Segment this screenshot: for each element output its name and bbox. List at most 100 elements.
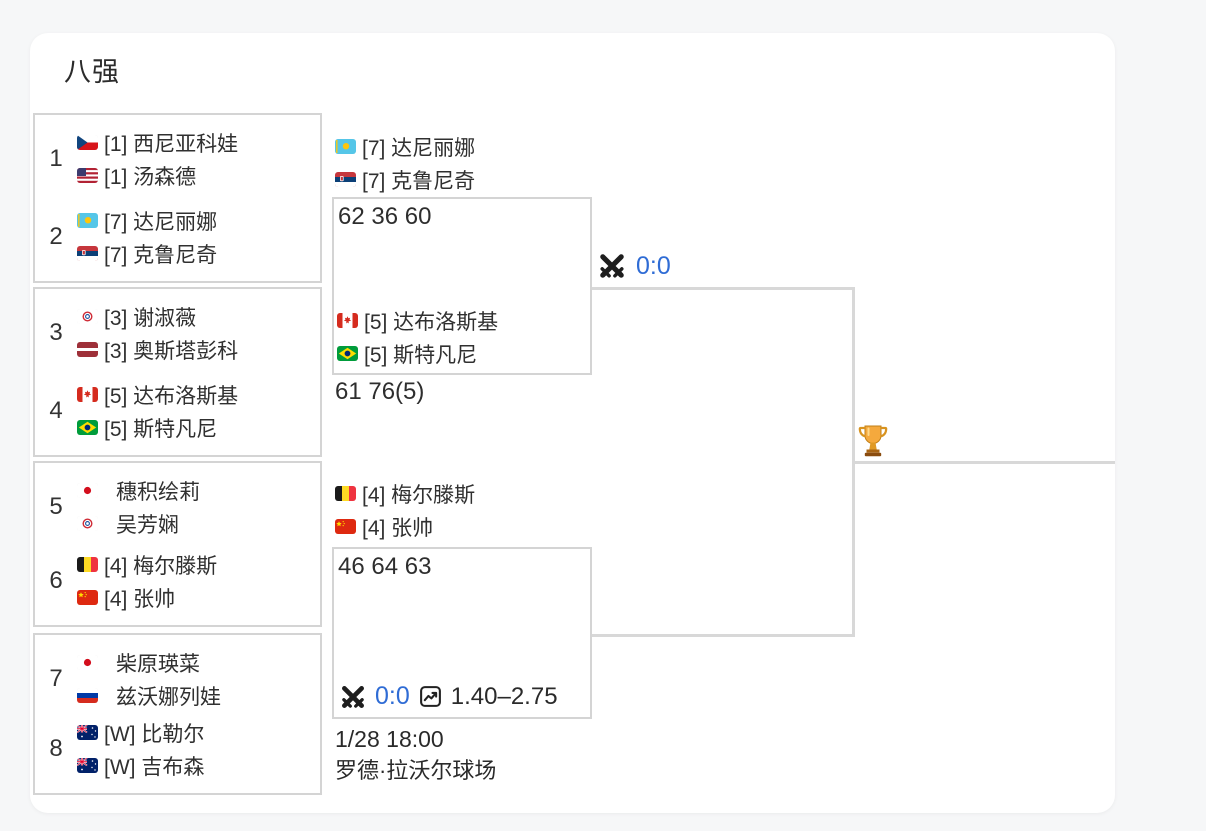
- player-label: 穗积绘莉: [116, 480, 200, 504]
- bracket-card: 八强 1 [1] 西尼亚科娃 [1] 汤森德 2 [7] 达尼丽娜 [7] 克鲁尼奇 3 [3…: [30, 33, 1115, 813]
- flag-aus-icon: [77, 725, 98, 740]
- semifinal-1-bottom-score: 61 76(5): [335, 378, 425, 405]
- flag-usa-icon: [77, 168, 98, 183]
- team-row: 5 穗积绘莉吴芳娴: [35, 474, 320, 540]
- section-title: 八强: [64, 57, 120, 87]
- odds-chart-icon: [419, 686, 441, 707]
- player-label: [1] 汤森德: [104, 165, 197, 189]
- seed-position-number: 7: [49, 665, 63, 692]
- player-label: [W] 吉布森: [104, 755, 205, 779]
- seed-position-number: 2: [49, 223, 63, 250]
- player-label: [3] 谢淑薇: [104, 306, 197, 330]
- player-line: [5] 达布洛斯基: [337, 304, 498, 337]
- player-line: [4] 梅尔滕斯: [335, 477, 475, 510]
- semifinal-2-status-odds-row[interactable]: 0:0 1.40–2.75: [339, 682, 558, 711]
- team-row: 7 柴原瑛菜兹沃娜列娃: [35, 646, 320, 712]
- player-line: [5] 斯特凡尼: [77, 411, 238, 444]
- player-label: [7] 达尼丽娜: [362, 136, 476, 160]
- flag-rus-icon: [77, 688, 98, 703]
- semifinal-1-match-box[interactable]: 62 36 60 [5] 达布洛斯基 [5] 斯特凡尼: [332, 197, 592, 375]
- flag-tpe-icon: [77, 516, 98, 531]
- player-label: [7] 克鲁尼奇: [362, 169, 476, 193]
- seed-position-number: 6: [49, 567, 63, 594]
- player-label: [4] 梅尔滕斯: [362, 483, 476, 507]
- team-row: 6 [4] 梅尔滕斯 [4] 张帅: [35, 548, 320, 614]
- team-row: 2 [7] 达尼丽娜 [7] 克鲁尼奇: [35, 204, 320, 270]
- player-label: [4] 张帅: [362, 516, 434, 540]
- player-label: [5] 斯特凡尼: [104, 417, 218, 441]
- player-line: 穗积绘莉: [77, 474, 200, 507]
- player-line: [5] 斯特凡尼: [337, 337, 498, 370]
- flag-chn-icon: [335, 519, 356, 534]
- player-line: [W] 比勒尔: [77, 716, 204, 749]
- team-row: 1 [1] 西尼亚科娃 [1] 汤森德: [35, 126, 320, 192]
- flag-aus-icon: [77, 758, 98, 773]
- player-line: 兹沃娜列娃: [77, 679, 221, 712]
- match-odds: 1.40–2.75: [450, 682, 558, 710]
- flag-srb-icon: [77, 246, 98, 261]
- seed-position-number: 4: [49, 397, 63, 424]
- semifinal-2-match-box[interactable]: 46 64 63 0:0 1.40–2.75: [332, 547, 592, 719]
- flag-kaz-icon: [77, 213, 98, 228]
- player-label: [7] 克鲁尼奇: [104, 243, 218, 267]
- flag-cze-icon: [77, 135, 98, 150]
- player-line: [1] 汤森德: [77, 159, 238, 192]
- player-label: [3] 奥斯塔彭科: [104, 339, 239, 363]
- flag-srb-icon: [335, 172, 356, 187]
- flag-bel-icon: [335, 486, 356, 501]
- quarterfinal-match-box-2[interactable]: 3 [3] 谢淑薇 [3] 奥斯塔彭科 4 [5] 达布洛斯基 [5] 斯特凡尼: [33, 287, 322, 457]
- player-line: 吴芳娴: [77, 507, 200, 540]
- player-label: [1] 西尼亚科娃: [104, 132, 239, 156]
- semifinal-1-top-team: [7] 达尼丽娜 [7] 克鲁尼奇: [335, 130, 475, 196]
- seed-position-number: 5: [49, 493, 63, 520]
- bracket-connector-semifinal-1: [592, 287, 854, 290]
- flag-jpn-icon: [77, 483, 98, 498]
- bracket-connector-semifinal-2: [592, 634, 854, 637]
- flag-jpn-icon: [77, 655, 98, 670]
- seed-position-number: 3: [49, 319, 63, 346]
- player-label: [7] 达尼丽娜: [104, 210, 218, 234]
- player-line: [3] 谢淑薇: [77, 300, 238, 333]
- flag-bra-icon: [77, 420, 98, 435]
- quarterfinal-match-box-3[interactable]: 5 穗积绘莉吴芳娴 6 [4] 梅尔滕斯 [4] 张帅: [33, 461, 322, 627]
- match-datetime: 1/28 18:00: [335, 726, 444, 752]
- seed-position-number: 8: [49, 735, 63, 762]
- player-line: [3] 奥斯塔彭科: [77, 333, 238, 366]
- player-line: [7] 达尼丽娜: [335, 130, 475, 163]
- player-line: 柴原瑛菜: [77, 646, 221, 679]
- player-label: [5] 斯特凡尼: [364, 343, 478, 367]
- versus-swords-icon: [342, 685, 364, 708]
- flag-tpe-icon: [77, 309, 98, 324]
- semifinal-1-live-score: 0:0: [636, 251, 671, 280]
- trophy-icon: [858, 425, 888, 457]
- player-line: [5] 达布洛斯基: [77, 378, 238, 411]
- player-line: [1] 西尼亚科娃: [77, 126, 238, 159]
- team-row: 3 [3] 谢淑薇 [3] 奥斯塔彭科: [35, 300, 320, 366]
- flag-can-icon: [77, 387, 98, 402]
- bracket-connector-final: [852, 461, 1115, 464]
- player-line: [W] 吉布森: [77, 749, 204, 782]
- semifinal-1-status: 0:0: [597, 251, 671, 281]
- seed-position-number: 1: [49, 145, 63, 172]
- player-label: [W] 比勒尔: [104, 722, 205, 746]
- semifinal-1-bottom-team: [5] 达布洛斯基 [5] 斯特凡尼: [337, 304, 498, 370]
- player-label: [4] 张帅: [104, 587, 176, 611]
- player-line: [4] 张帅: [335, 510, 475, 543]
- flag-bel-icon: [77, 557, 98, 572]
- flag-lat-icon: [77, 342, 98, 357]
- match-venue: 罗德·拉沃尔球场: [335, 758, 497, 783]
- team-row: 4 [5] 达布洛斯基 [5] 斯特凡尼: [35, 378, 320, 444]
- flag-kaz-icon: [335, 139, 356, 154]
- quarterfinal-match-box-4[interactable]: 7 柴原瑛菜兹沃娜列娃 8 [W] 比勒尔 [W] 吉布森: [33, 633, 322, 795]
- player-label: 吴芳娴: [116, 513, 179, 537]
- quarterfinal-match-box-1[interactable]: 1 [1] 西尼亚科娃 [1] 汤森德 2 [7] 达尼丽娜 [7] 克鲁尼奇: [33, 113, 322, 283]
- player-line: [7] 达尼丽娜: [77, 204, 217, 237]
- player-line: [4] 梅尔滕斯: [77, 548, 217, 581]
- player-label: 柴原瑛菜: [116, 652, 200, 676]
- player-label: [5] 达布洛斯基: [364, 310, 499, 334]
- player-line: [7] 克鲁尼奇: [335, 163, 475, 196]
- player-label: 兹沃娜列娃: [116, 685, 221, 709]
- player-label: [5] 达布洛斯基: [104, 384, 239, 408]
- semifinal-1-top-score: 62 36 60: [338, 203, 432, 230]
- flag-bra-icon: [337, 346, 358, 361]
